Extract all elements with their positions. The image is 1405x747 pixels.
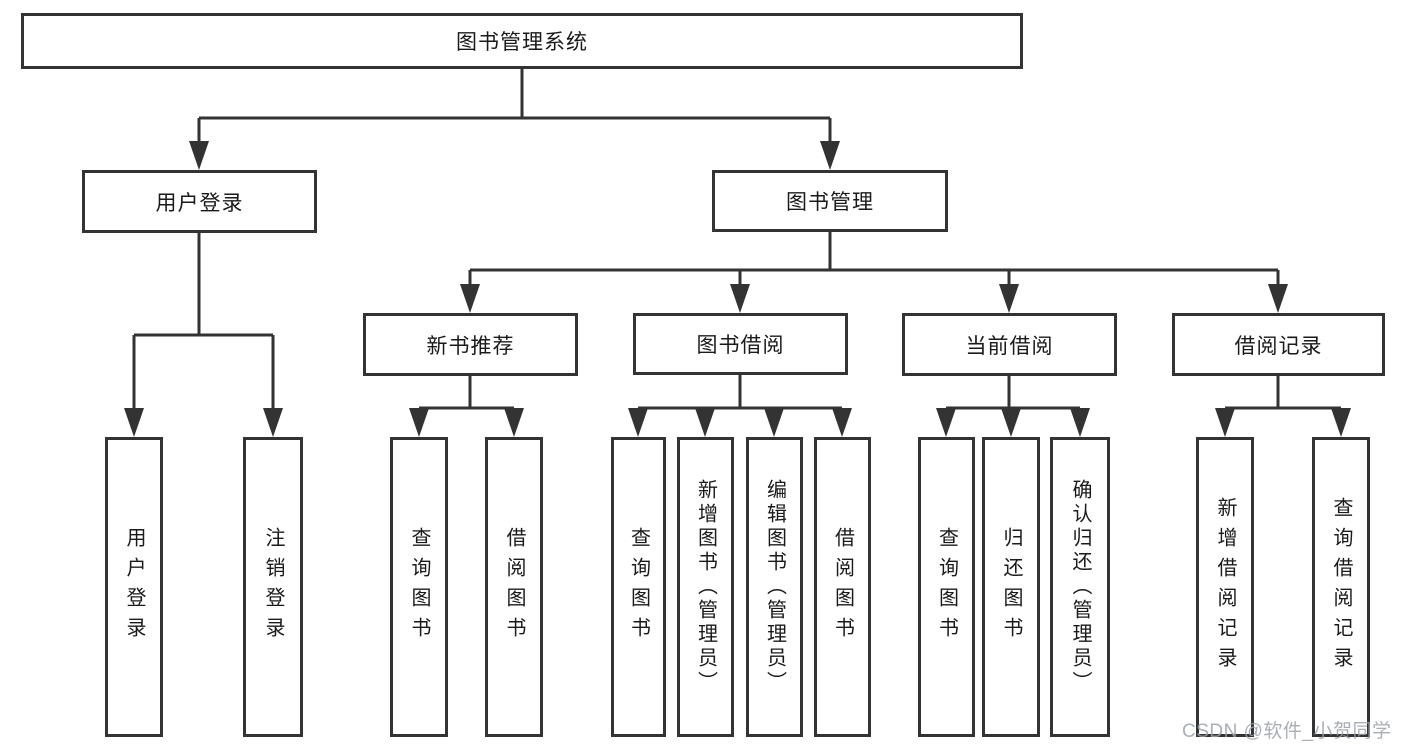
connector-book-management	[468, 232, 1280, 289]
connector-root	[197, 69, 832, 146]
node-label: 查询图书	[408, 527, 430, 647]
leaf-logout: 注销登录	[243, 437, 303, 737]
node-label: 查询借阅记录	[1330, 497, 1352, 677]
connector-book-borrow	[636, 375, 844, 414]
node-user-login: 用户登录	[82, 170, 317, 233]
node-label: 用户登录	[155, 191, 244, 215]
watermark: CSDN @软件_小贺同学	[1182, 721, 1392, 742]
node-book-borrow: 图书借阅	[633, 313, 848, 375]
node-label: 用户登录	[123, 527, 145, 647]
node-label: 编辑图书（管理员）	[763, 479, 786, 695]
leaf-add-books-admin: 新增图书（管理员）	[677, 437, 734, 737]
node-label: 新增图书（管理员）	[694, 479, 717, 695]
connector-borrow-records	[1223, 376, 1343, 414]
leaf-query-books-borrow: 查询图书	[611, 437, 666, 737]
leaf-query-books-recommend: 查询图书	[390, 437, 448, 737]
node-label: 借阅图书	[831, 527, 854, 647]
leaf-query-books-current: 查询图书	[918, 437, 975, 737]
node-system-root: 图书管理系统	[21, 13, 1023, 69]
leaf-add-borrow-record: 新增借阅记录	[1196, 437, 1254, 737]
leaf-query-borrow-record: 查询借阅记录	[1312, 437, 1370, 737]
node-new-book-recommend: 新书推荐	[363, 313, 578, 376]
node-label: 图书管理系统	[456, 31, 588, 54]
node-book-management: 图书管理	[712, 170, 948, 232]
node-label: 借阅图书	[503, 527, 525, 647]
node-label: 查询图书	[935, 527, 958, 647]
leaf-borrow-books-recommend: 借阅图书	[485, 437, 543, 737]
connector-user-login	[132, 233, 275, 412]
node-label: 新增借阅记录	[1214, 497, 1236, 677]
leaf-confirm-return-admin: 确认归还（管理员）	[1050, 437, 1110, 737]
leaf-user-login: 用户登录	[105, 437, 163, 737]
leaf-borrow-books: 借阅图书	[814, 437, 871, 737]
node-label: 查询图书	[627, 527, 650, 647]
node-label: 借阅记录	[1234, 334, 1323, 358]
node-current-borrow: 当前借阅	[902, 313, 1117, 376]
node-label: 当前借阅	[965, 334, 1054, 358]
leaf-edit-books-admin: 编辑图书（管理员）	[746, 437, 803, 737]
node-label: 归还图书	[1000, 527, 1022, 647]
node-borrow-records: 借阅记录	[1172, 313, 1385, 376]
leaf-return-books: 归还图书	[982, 437, 1040, 737]
node-label: 确认归还（管理员）	[1069, 479, 1091, 695]
connector-new-book-recommend	[417, 376, 516, 414]
node-label: 图书借阅	[696, 334, 785, 357]
node-label: 新书推荐	[426, 334, 515, 358]
arrowheads	[124, 141, 1351, 437]
node-label: 注销登录	[262, 527, 284, 647]
node-label: 图书管理	[786, 191, 874, 214]
